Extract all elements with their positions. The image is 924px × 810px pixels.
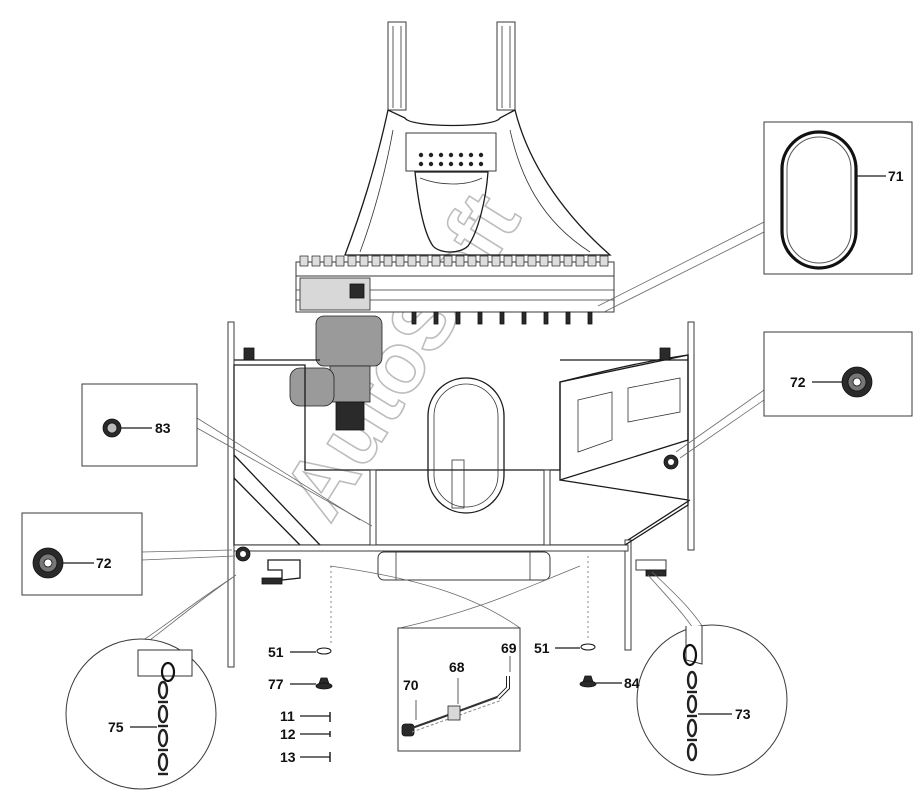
leader-lines [139, 221, 765, 645]
slewing-ring [295, 255, 615, 325]
detail-box-72-left: 72 [21, 512, 143, 596]
callout-72-left: 72 [96, 555, 112, 571]
callout-71: 71 [888, 168, 904, 184]
detail-box-72-right: 72 [763, 331, 913, 417]
detail-box-hose: 70 68 69 [397, 627, 521, 752]
callout-83: 83 [155, 420, 171, 436]
callout-69: 69 [501, 640, 517, 656]
callout-84: 84 [624, 675, 640, 691]
callout-51-right: 51 [534, 640, 550, 656]
callout-70: 70 [403, 677, 419, 693]
callout-68: 68 [449, 659, 465, 675]
left-small-parts: 51 77 11 12 13 [268, 644, 333, 765]
callout-11: 11 [280, 708, 295, 724]
detail-circle-75: 75 [65, 638, 217, 790]
callout-13: 13 [280, 749, 296, 765]
callout-12: 12 [280, 726, 296, 742]
callout-72-right: 72 [790, 374, 806, 390]
detail-box-71: 71 [763, 121, 913, 275]
callout-51-left: 51 [268, 644, 284, 660]
callout-73: 73 [735, 706, 751, 722]
right-small-parts: 51 84 [534, 640, 640, 691]
detail-circle-73: 73 [636, 624, 788, 776]
main-frame [227, 321, 695, 668]
rotation-motor [289, 315, 383, 431]
callout-77: 77 [268, 676, 284, 692]
callout-75: 75 [108, 719, 124, 735]
detail-box-83: 83 [81, 383, 198, 467]
lifting-fork [344, 21, 612, 256]
plate-holes [418, 152, 484, 167]
